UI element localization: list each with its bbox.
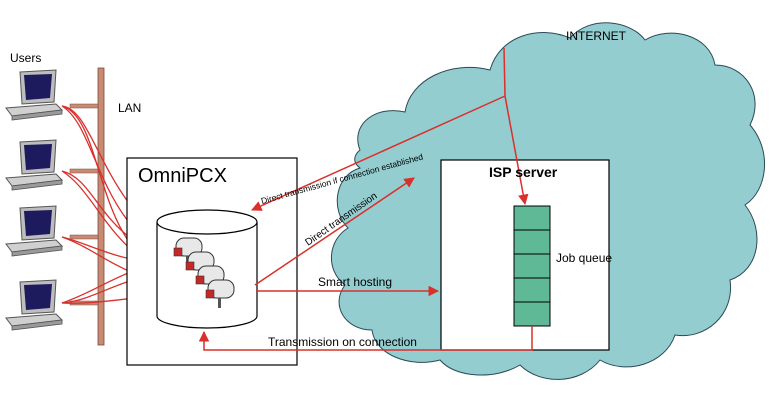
laptop-icon: [5, 205, 64, 257]
omnipcx-label: OmniPCX: [138, 165, 227, 187]
direct-if-connection-arrow: [251, 95, 506, 211]
laptop-icon: [5, 139, 64, 191]
laptop-icon: [5, 279, 64, 331]
isp-server-label: ISP server: [489, 164, 558, 180]
smart-hosting-label: Smart hosting: [318, 275, 392, 289]
transmission-on-connection-arrow: [198, 326, 533, 351]
internet-to-queue-arrow: [503, 47, 506, 97]
transmission-on-connection-label: Transmission on connection: [268, 335, 417, 349]
direct-transmission-arrow: [254, 177, 415, 286]
mailbox-icon: [205, 279, 235, 308]
job-queue-stack: [513, 205, 551, 327]
laptop-icon: [5, 69, 64, 121]
internet-label: INTERNET: [566, 29, 627, 43]
job-queue-label: Job queue: [556, 251, 612, 265]
users-label: Users: [10, 51, 41, 65]
internet-to-queue-arrow-2: [504, 95, 529, 206]
lan-label: LAN: [118, 101, 141, 115]
